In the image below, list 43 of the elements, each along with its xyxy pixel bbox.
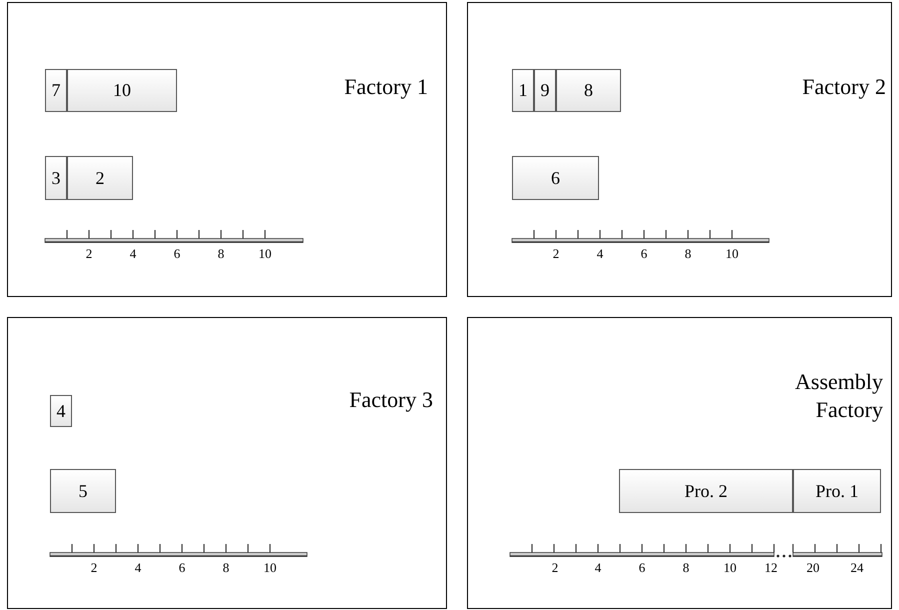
panel-frame [467,2,892,297]
tick-label: 2 [86,247,92,261]
tick-label: 2 [90,561,98,575]
tick-label: 8 [222,561,230,575]
tick-label: 8 [218,247,224,261]
panel-title: Factory 3 [348,386,433,414]
task-bar: 3 [45,156,67,200]
task-bar: 6 [512,156,599,200]
task-bar: 2 [67,156,133,200]
panel-title: Factory 2 [801,73,886,101]
task-bar: 10 [67,69,177,112]
task-bar: Pro. 1 [793,469,881,513]
tick-label: 2 [552,247,560,261]
task-bar: 7 [45,69,67,112]
panel-title: Assembly Factory [794,368,883,424]
task-bar: 8 [556,69,621,112]
task-bar: 1 [512,69,534,112]
tick-label: 10 [724,561,736,575]
tick-label: 10 [726,247,738,261]
panel-frame [7,2,447,297]
tick-label: 10 [258,247,272,261]
panel-title: Factory 1 [343,73,428,101]
tick-label: 8 [682,561,690,575]
tick-label: 10 [264,561,276,575]
tick-label: 20 [806,561,820,575]
tick-label: 12 [764,561,778,575]
task-bar: 4 [50,395,72,427]
task-bar: 9 [534,69,556,112]
panel-frame [467,317,892,609]
tick-label: 6 [638,561,646,575]
tick-label: 6 [178,561,186,575]
tick-label: 4 [130,247,136,261]
task-bar: Pro. 2 [619,469,793,513]
tick-label: 2 [552,561,558,575]
tick-label: 4 [134,561,142,575]
tick-label: 6 [640,247,648,261]
task-bar: 5 [50,469,116,513]
tick-label: 8 [684,247,692,261]
tick-label: 6 [174,247,180,261]
tick-label: 24 [850,561,864,575]
panel-frame [7,317,447,609]
tick-label: 4 [596,247,604,261]
tick-label: 4 [594,561,602,575]
